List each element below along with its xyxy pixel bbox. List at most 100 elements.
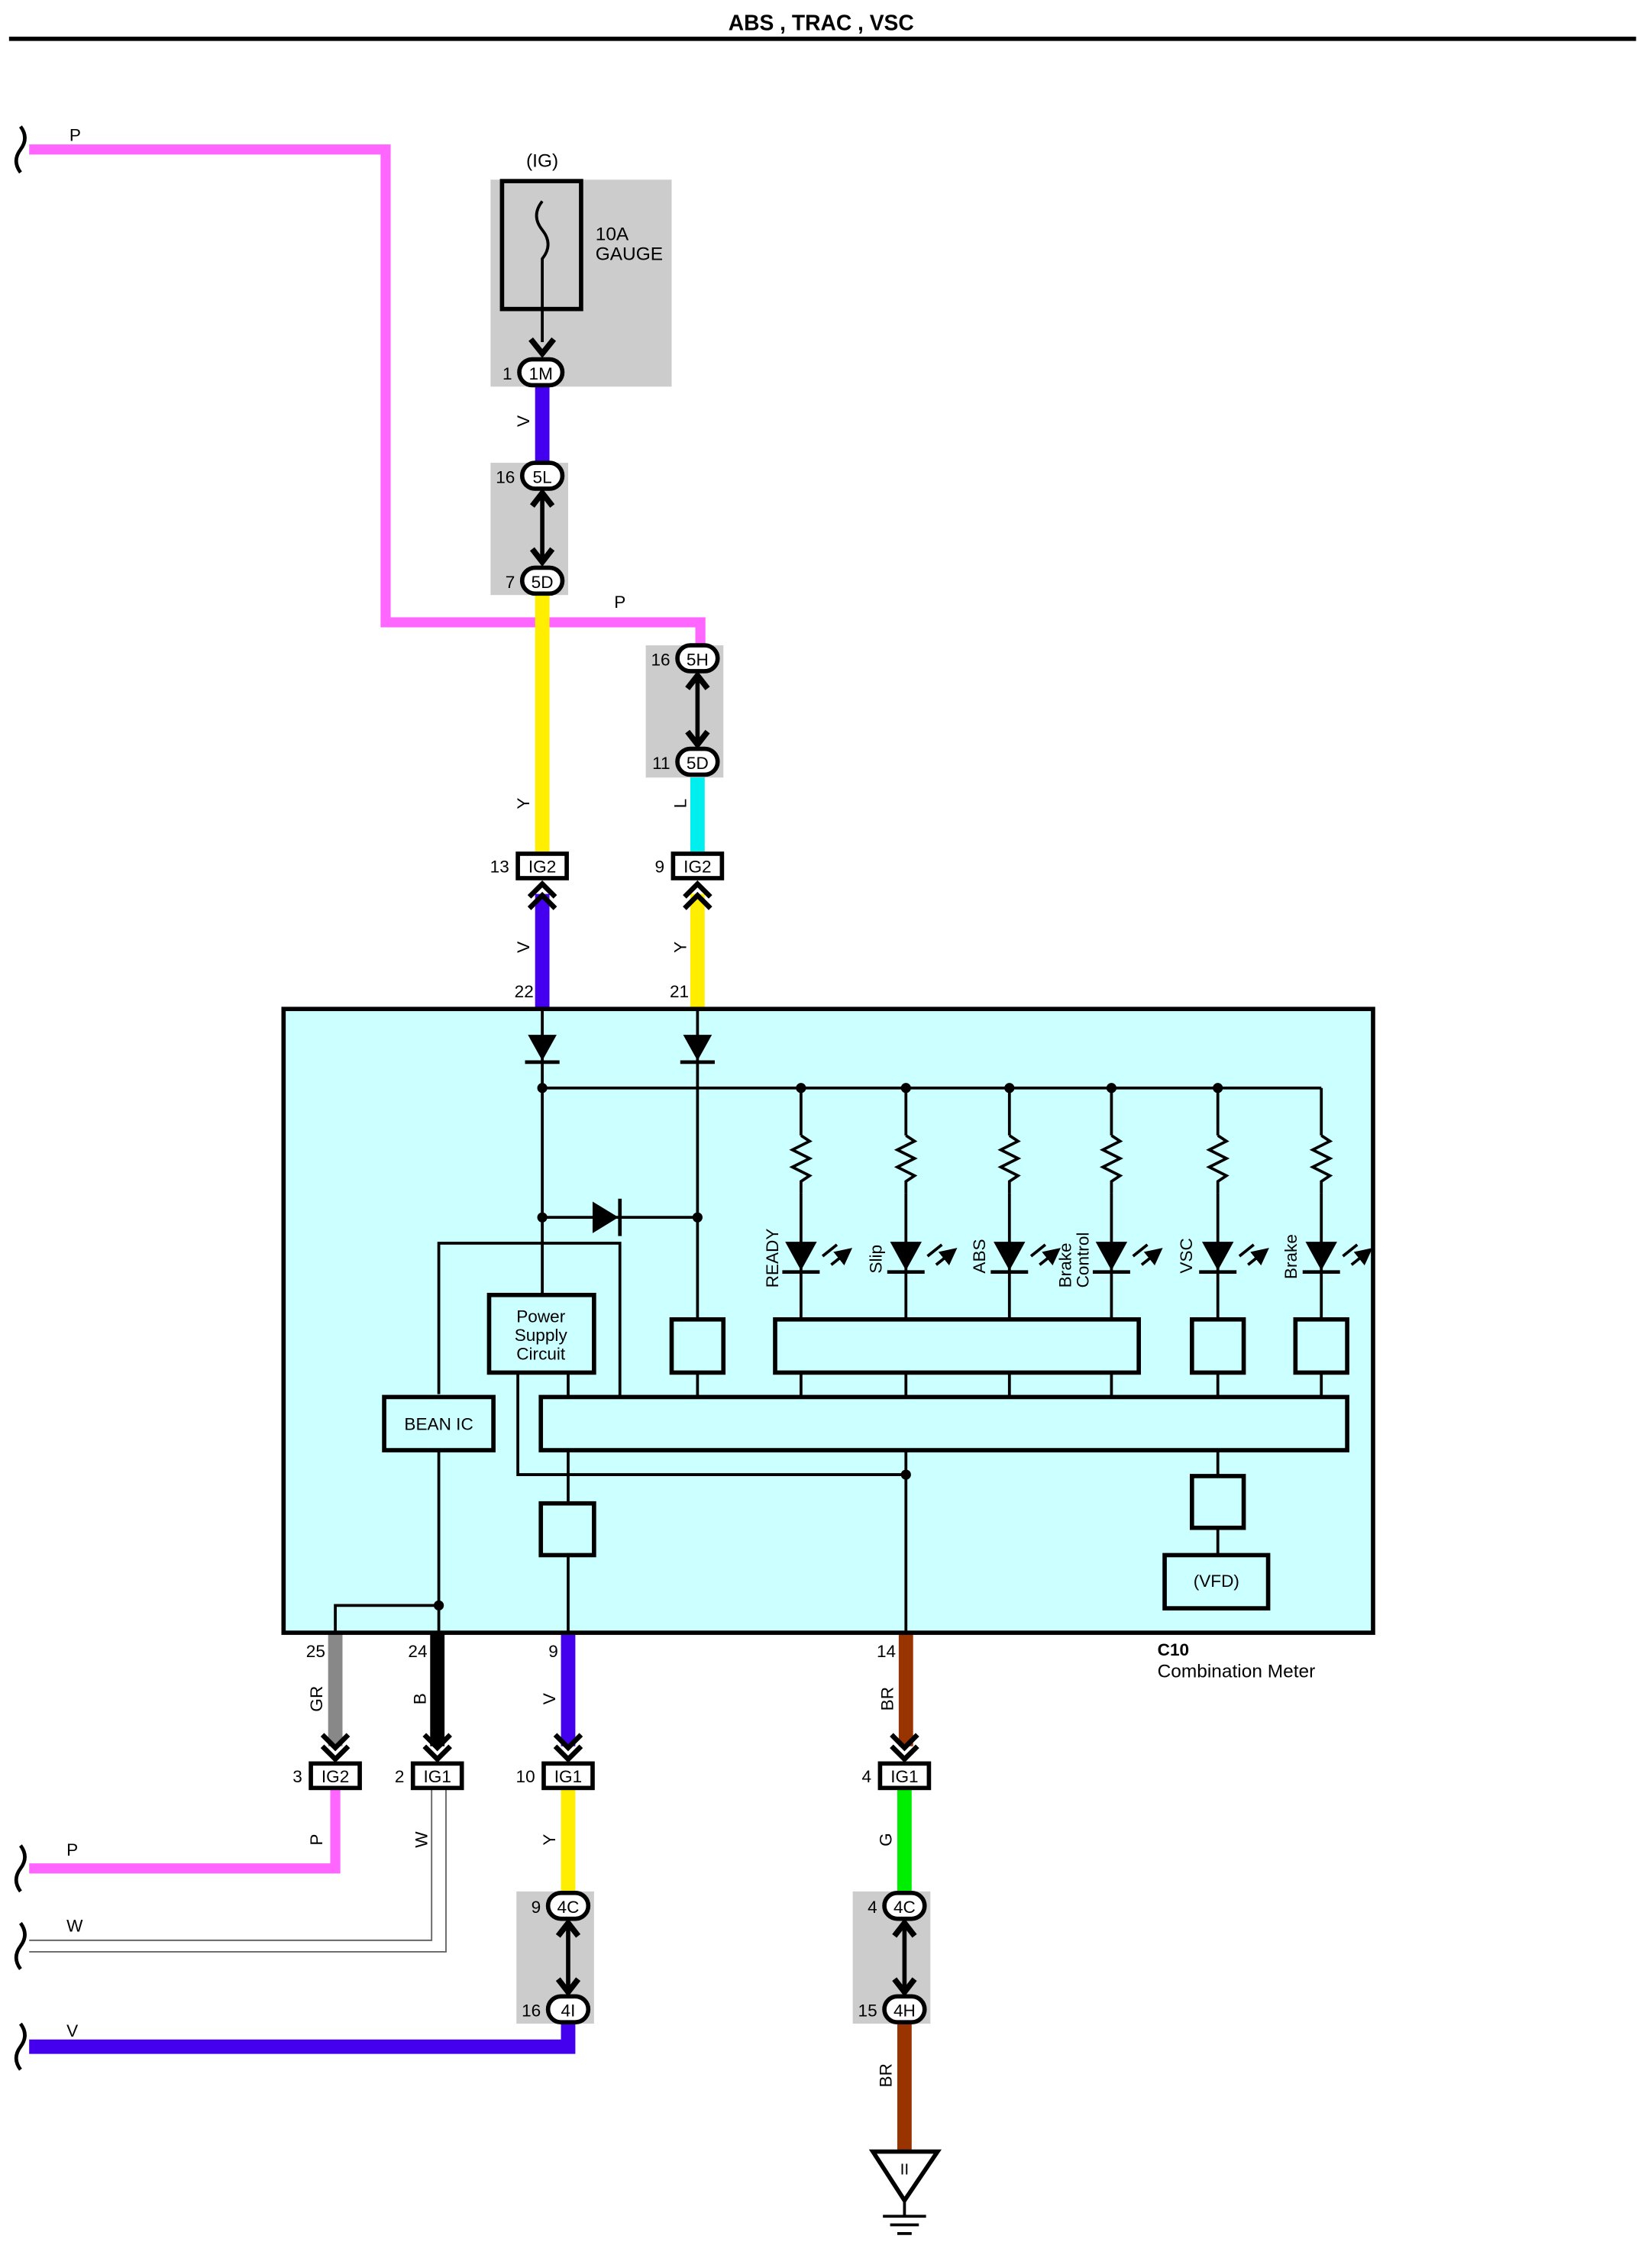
svg-text:IG1: IG1 bbox=[890, 1767, 918, 1786]
break-mark-p-low bbox=[14, 1844, 27, 1893]
resistor-5-icon bbox=[1206, 1134, 1230, 1194]
label-br-ground: BR bbox=[876, 2063, 895, 2087]
bean-ic-label: BEAN IC bbox=[404, 1415, 473, 1434]
block-ig bbox=[669, 1317, 726, 1375]
junction-4c-4h: 4C 4 4H 15 bbox=[852, 1890, 931, 2024]
block-ig1 bbox=[538, 1501, 596, 1558]
meter-pin-14: 14 bbox=[877, 1642, 896, 1661]
meter-pin-21: 21 bbox=[670, 982, 689, 1001]
svg-text:2: 2 bbox=[395, 1767, 405, 1786]
resistors bbox=[789, 1134, 1333, 1194]
fuse-out-arrow-icon bbox=[528, 337, 557, 359]
label-left-p: P bbox=[66, 1840, 78, 1859]
vfd-box bbox=[1162, 1552, 1271, 1611]
indicator-label-brake: Brake bbox=[1281, 1234, 1301, 1279]
svg-text:4H: 4H bbox=[893, 2001, 916, 2021]
label-left-v-bottom: V bbox=[66, 2021, 78, 2040]
power-supply-box bbox=[486, 1292, 596, 1375]
ig-connector-4: IG1 4 bbox=[862, 1733, 932, 1791]
meter-code: C10 bbox=[1158, 1640, 1189, 1659]
conn-4i bbox=[545, 1994, 591, 2024]
svg-text:4C: 4C bbox=[893, 1898, 916, 1917]
led-slip-icon bbox=[887, 1242, 951, 1275]
combination-meter: 22 21 25 24 9 14 C10 Combination Meter bbox=[281, 982, 1373, 1682]
label-left-w: W bbox=[66, 1917, 83, 1936]
svg-text:4: 4 bbox=[868, 1898, 877, 1917]
diode-internal-icon bbox=[592, 1198, 622, 1236]
resistor-2-icon bbox=[893, 1134, 918, 1194]
conn-5h-pin: 16 bbox=[651, 650, 670, 669]
resistor-3-icon bbox=[997, 1134, 1022, 1194]
ground-symbol-icon: II bbox=[868, 2149, 942, 2235]
label-fuse-v: V bbox=[514, 415, 533, 427]
fuse-rating: 10A bbox=[596, 224, 629, 244]
fuse-name: GAUGE bbox=[596, 244, 663, 265]
svg-text:16: 16 bbox=[522, 2001, 541, 2021]
indicator-leds bbox=[782, 1242, 1365, 1275]
conn-5d-a-pin: 7 bbox=[506, 573, 515, 592]
meter-name: Combination Meter bbox=[1158, 1661, 1316, 1682]
conn-5d-a bbox=[519, 565, 565, 596]
meter-pin-9: 9 bbox=[548, 1642, 558, 1661]
cpu-bus-box bbox=[538, 1394, 1349, 1452]
svg-text:10: 10 bbox=[516, 1767, 535, 1786]
bean-ic-box bbox=[382, 1394, 496, 1452]
label-v9: V bbox=[540, 1693, 559, 1704]
junction-5l-5d: 5L 16 5D 7 bbox=[490, 460, 568, 596]
block-vfd-driver bbox=[1190, 1474, 1246, 1530]
wire-w-low bbox=[29, 1788, 433, 1941]
led-abs-icon bbox=[990, 1242, 1054, 1275]
conn-1m bbox=[517, 357, 565, 388]
meter-pin-24: 24 bbox=[408, 1642, 427, 1661]
ig-connector-9-top: IG2 9 bbox=[655, 851, 725, 910]
indicator-label-vsc: VSC bbox=[1177, 1238, 1196, 1273]
page-title: ABS , TRAC , VSC bbox=[729, 11, 914, 35]
meter-pin-25: 25 bbox=[306, 1642, 325, 1661]
block-brake bbox=[1293, 1317, 1349, 1375]
meter-pin-22: 22 bbox=[515, 982, 534, 1001]
led-brake-control-icon bbox=[1092, 1242, 1156, 1275]
vfd-label: (VFD) bbox=[1194, 1572, 1239, 1591]
svg-text:4: 4 bbox=[862, 1767, 872, 1786]
svg-text:IG2: IG2 bbox=[683, 857, 711, 876]
conn-5d-a-label: 5D bbox=[532, 573, 554, 592]
indicator-label-abs: ABS bbox=[970, 1239, 989, 1273]
wires bbox=[29, 144, 913, 2152]
svg-text:13: 13 bbox=[490, 857, 509, 876]
break-mark-v-bottom bbox=[14, 2022, 27, 2071]
label-right-l: L bbox=[671, 799, 690, 809]
conn-5d-b-label: 5D bbox=[687, 754, 709, 773]
resistor-6-icon bbox=[1309, 1134, 1333, 1194]
conn-5h-label: 5H bbox=[687, 650, 709, 669]
break-mark-p-top bbox=[14, 125, 27, 174]
wire-breaks bbox=[14, 125, 27, 2071]
label-left-v: V bbox=[514, 942, 533, 953]
label-p-low: P bbox=[307, 1834, 326, 1846]
block-led-driver bbox=[773, 1317, 1142, 1375]
conn-5d-b bbox=[675, 746, 720, 777]
diode-22-icon bbox=[525, 1035, 560, 1065]
conn-5d-b-pin: 11 bbox=[652, 754, 670, 773]
indicator-label-brake-control: BrakeControl bbox=[1056, 1233, 1093, 1288]
diode-21-icon bbox=[680, 1035, 715, 1065]
svg-text:15: 15 bbox=[858, 2001, 877, 2021]
label-right-y: Y bbox=[671, 942, 690, 953]
label-gr: GR bbox=[307, 1686, 326, 1712]
wire-p-top bbox=[29, 144, 706, 659]
conn-1m-label: 1M bbox=[529, 364, 553, 383]
wire-v-bottom bbox=[29, 2019, 576, 2054]
led-ready-icon bbox=[782, 1242, 845, 1275]
ground-label: II bbox=[900, 2161, 910, 2179]
svg-text:9: 9 bbox=[532, 1898, 541, 1917]
ig-connector-10: IG1 10 bbox=[516, 1733, 595, 1791]
label-left-y: Y bbox=[514, 798, 533, 809]
svg-text:IG1: IG1 bbox=[554, 1767, 582, 1786]
svg-text:4C: 4C bbox=[557, 1898, 580, 1917]
label-g-low: G bbox=[876, 1833, 895, 1846]
conn-5l-pin: 16 bbox=[496, 467, 515, 486]
break-mark-w-low bbox=[14, 1921, 27, 1970]
label-w-low: W bbox=[412, 1831, 431, 1848]
label-br14: BR bbox=[877, 1687, 897, 1711]
conn-5l-label: 5L bbox=[533, 467, 552, 486]
